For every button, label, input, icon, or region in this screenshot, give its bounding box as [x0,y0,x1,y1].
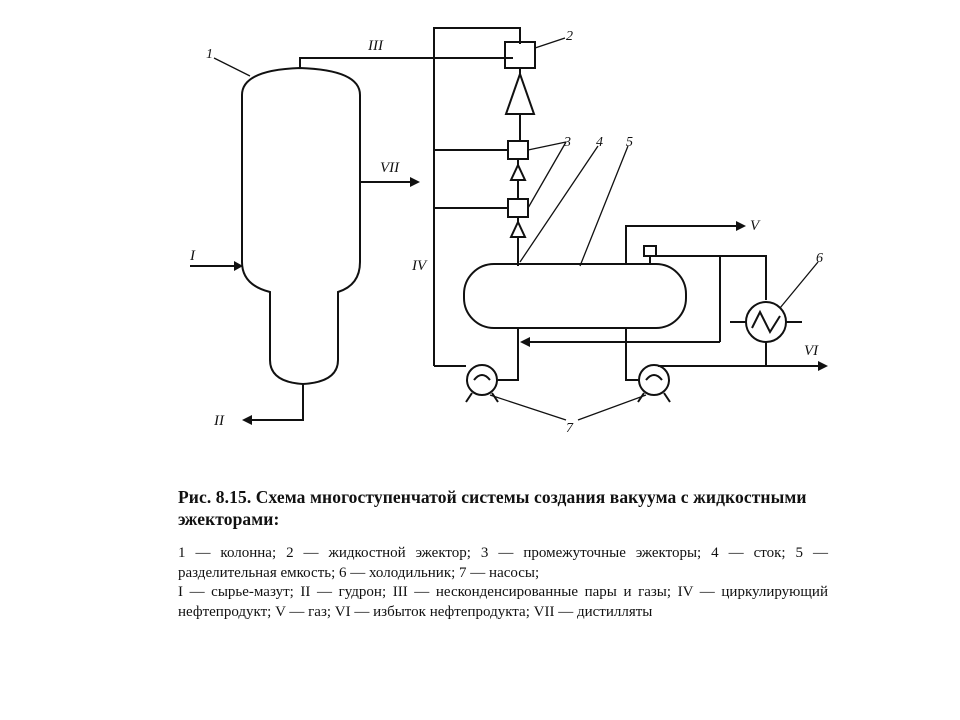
item-number-6: 6 [816,251,823,266]
label-stream-vi: VI [804,343,819,359]
item-number-2: 2 [566,29,573,44]
vacuum-column [241,66,361,386]
stream-v-line [625,225,738,264]
label-stream-vii: VII [380,160,400,176]
item-number-5: 5 [626,135,633,150]
liquid-ejector [504,41,536,69]
label-stream-v: V [750,218,761,234]
stream-iii-line [299,57,513,63]
process-flow-diagram: I II III IV V VI VII 1 2 3 4 5 6 7 [189,27,828,436]
recycle-line [656,255,767,300]
intermediate-ejector-upper [507,140,529,160]
separator-vessel [463,263,687,329]
item-number-4: 4 [596,135,603,150]
item-number-3: 3 [563,135,571,150]
item-number-1: 1 [206,47,213,62]
caption-title: Рис. 8.15. Схема многоступенчатой систем… [178,487,807,529]
label-stream-i: I [189,248,196,264]
intermediate-ejector-lower [507,198,529,218]
item-number-7: 7 [566,421,574,436]
caption-streams: I — сырье-мазут; II — гудрон; III — неск… [178,584,828,620]
label-stream-iv: IV [411,258,428,274]
pump-left [466,364,498,396]
stream-ii-line [250,384,304,421]
figure-caption: Рис. 8.15. Схема многоступенчатой систем… [178,486,828,622]
label-stream-ii: II [213,413,225,429]
stream-iv-line [433,27,521,366]
caption-legend: 1 — колонна; 2 — жидкостной эжектор; 3 —… [178,545,828,581]
label-stream-iii: III [367,38,384,54]
pump-right [638,364,670,396]
